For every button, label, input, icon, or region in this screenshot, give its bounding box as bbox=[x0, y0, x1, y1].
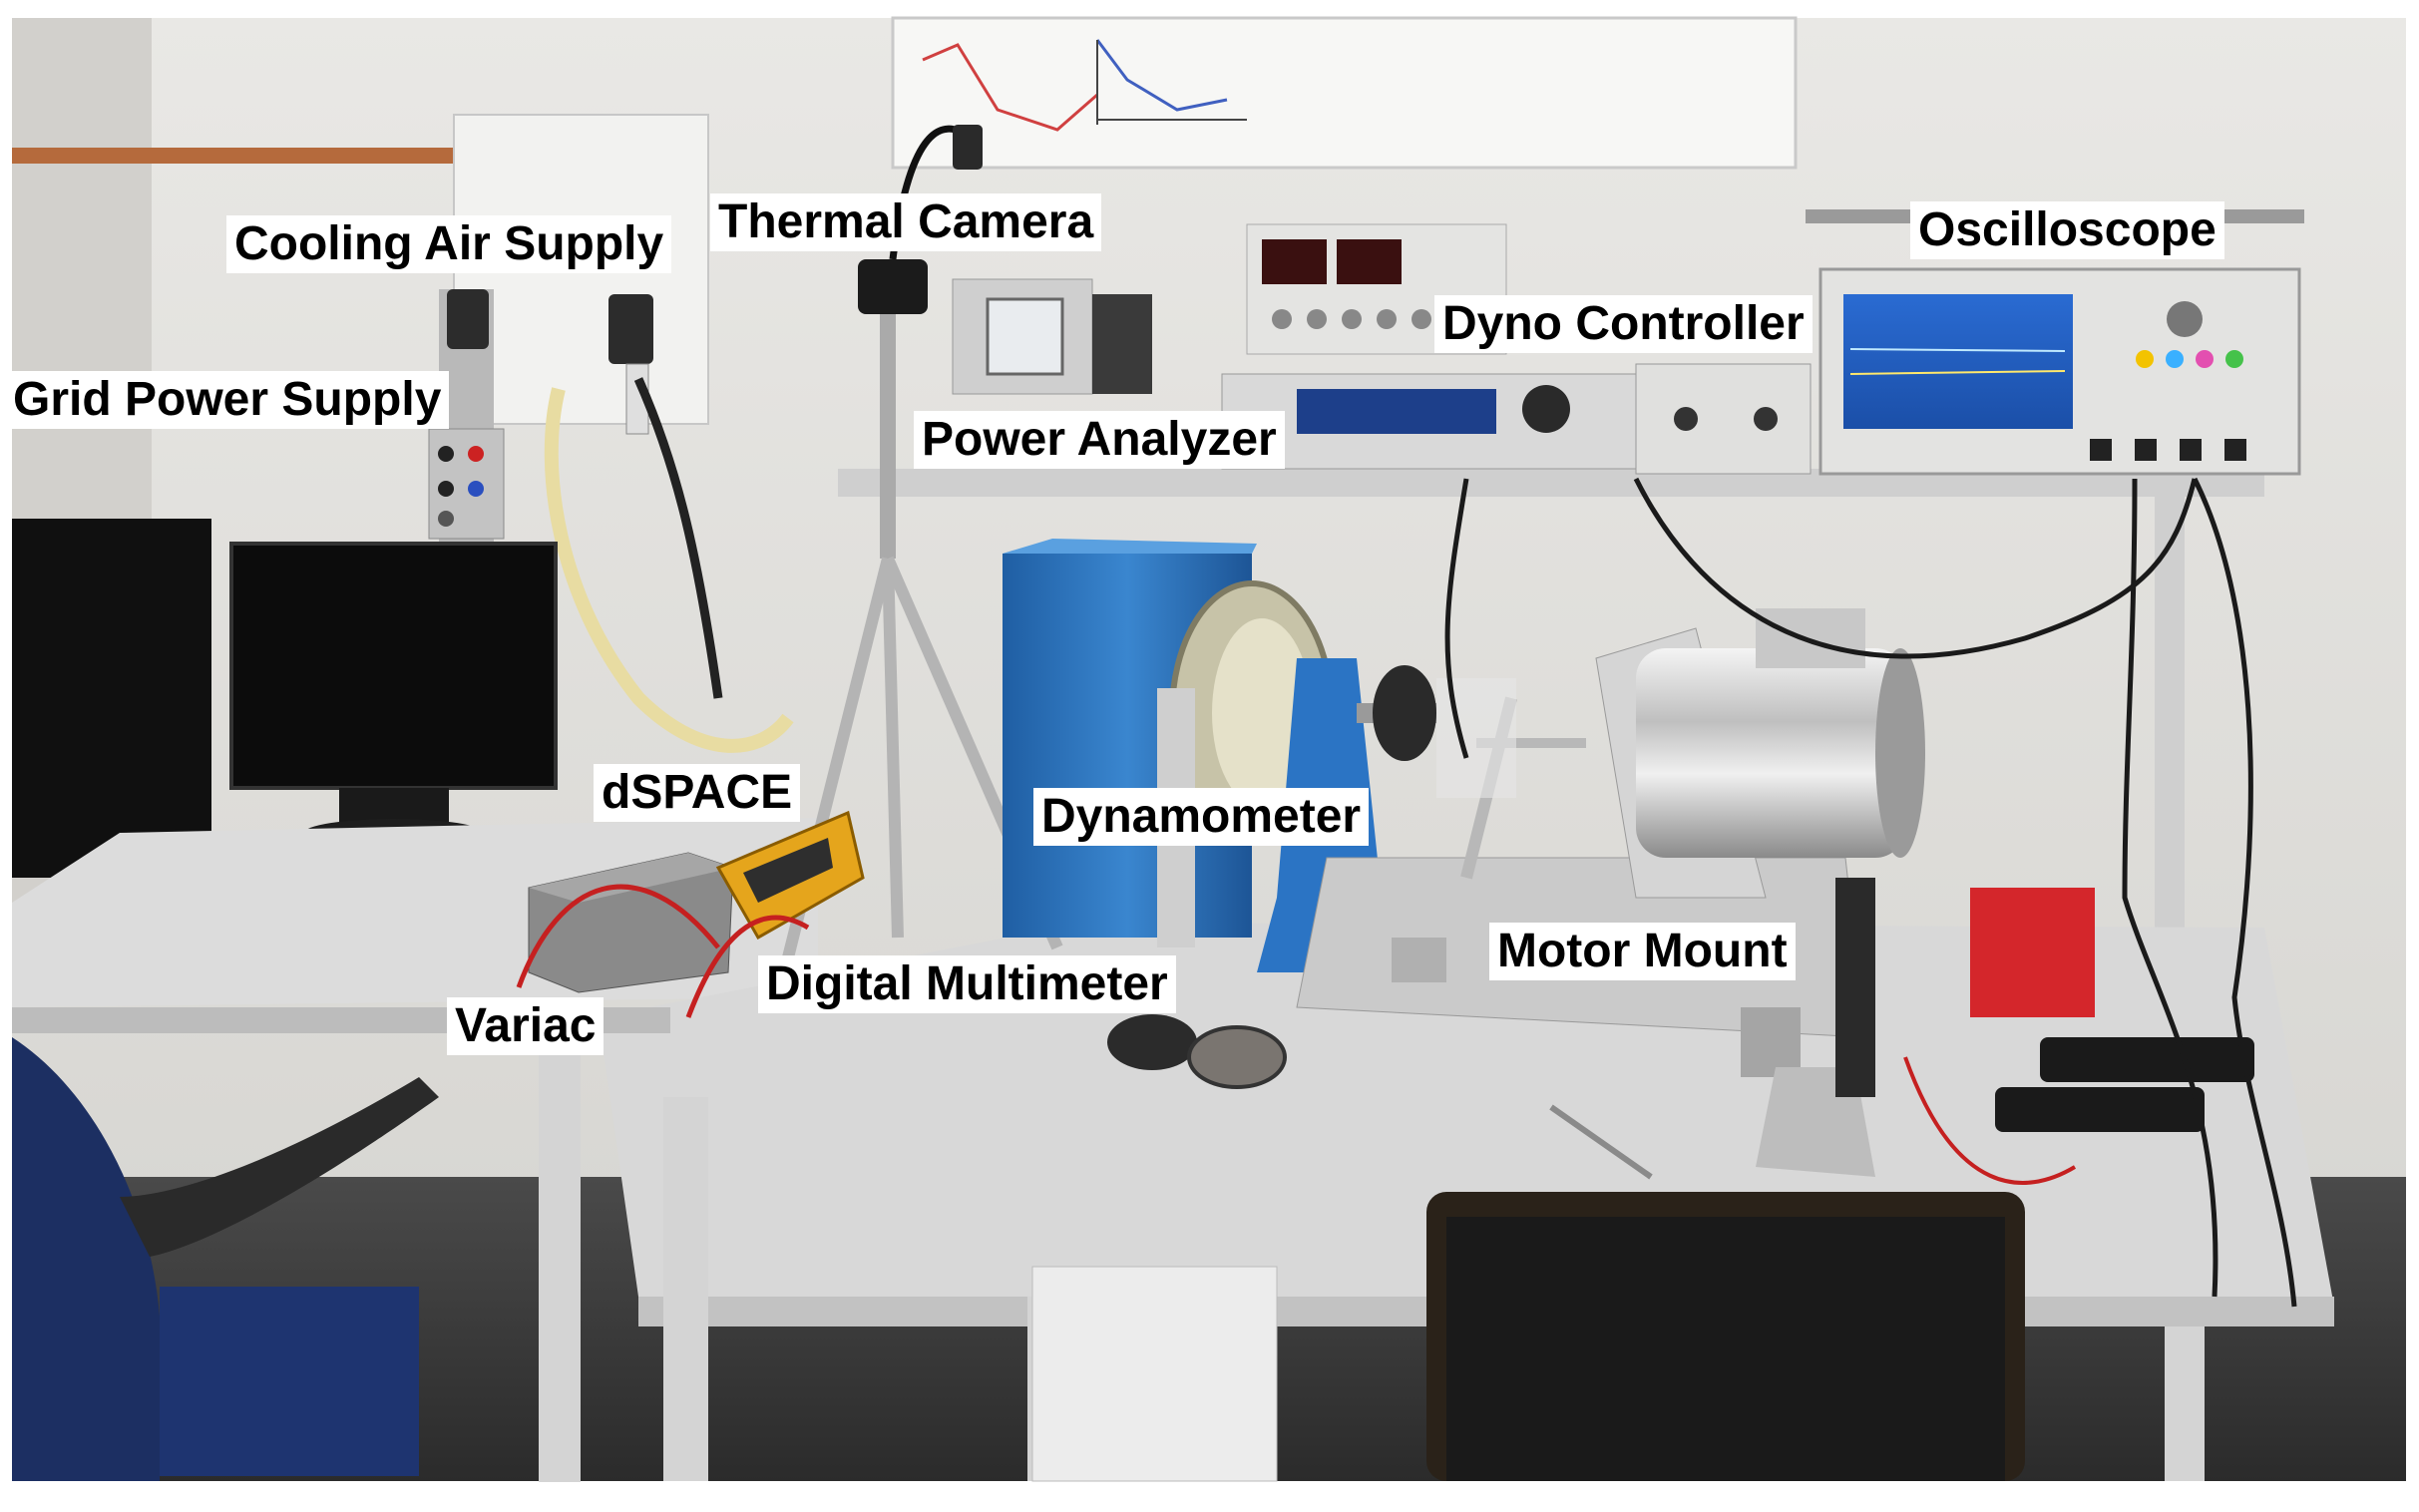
gear-part bbox=[1107, 1014, 1197, 1070]
label-oscilloscope: Oscilloscope bbox=[1910, 201, 2224, 259]
wooden-chair bbox=[1426, 1192, 2025, 1481]
dspace-box bbox=[528, 852, 734, 993]
label-motor-mount: Motor Mount bbox=[1489, 923, 1796, 980]
label-digital-multimeter: Digital Multimeter bbox=[758, 955, 1176, 1013]
label-cooling-air-supply: Cooling Air Supply bbox=[226, 215, 672, 273]
oscilloscope-device bbox=[1806, 209, 2304, 476]
multimeter-device bbox=[715, 810, 865, 941]
pulley-part bbox=[1187, 1025, 1287, 1089]
wall-poster bbox=[891, 16, 1798, 170]
dyno-controller-device bbox=[1221, 363, 1812, 475]
label-dynamometer: Dynamometer bbox=[1033, 788, 1370, 846]
pc-tower bbox=[12, 519, 211, 878]
motor bbox=[1636, 608, 1925, 858]
power-analyzer-device bbox=[952, 278, 1152, 395]
label-dspace: dSPACE bbox=[594, 764, 801, 822]
label-power-analyzer: Power Analyzer bbox=[914, 411, 1285, 469]
office-chair bbox=[12, 1037, 439, 1481]
label-dyno-controller: Dyno Controller bbox=[1434, 295, 1813, 353]
label-variac: Variac bbox=[447, 997, 605, 1055]
monitor bbox=[229, 542, 558, 847]
label-grid-power-supply: Grid Power Supply bbox=[5, 371, 450, 429]
label-thermal-camera: Thermal Camera bbox=[710, 193, 1102, 251]
red-bag bbox=[1970, 888, 2095, 1017]
